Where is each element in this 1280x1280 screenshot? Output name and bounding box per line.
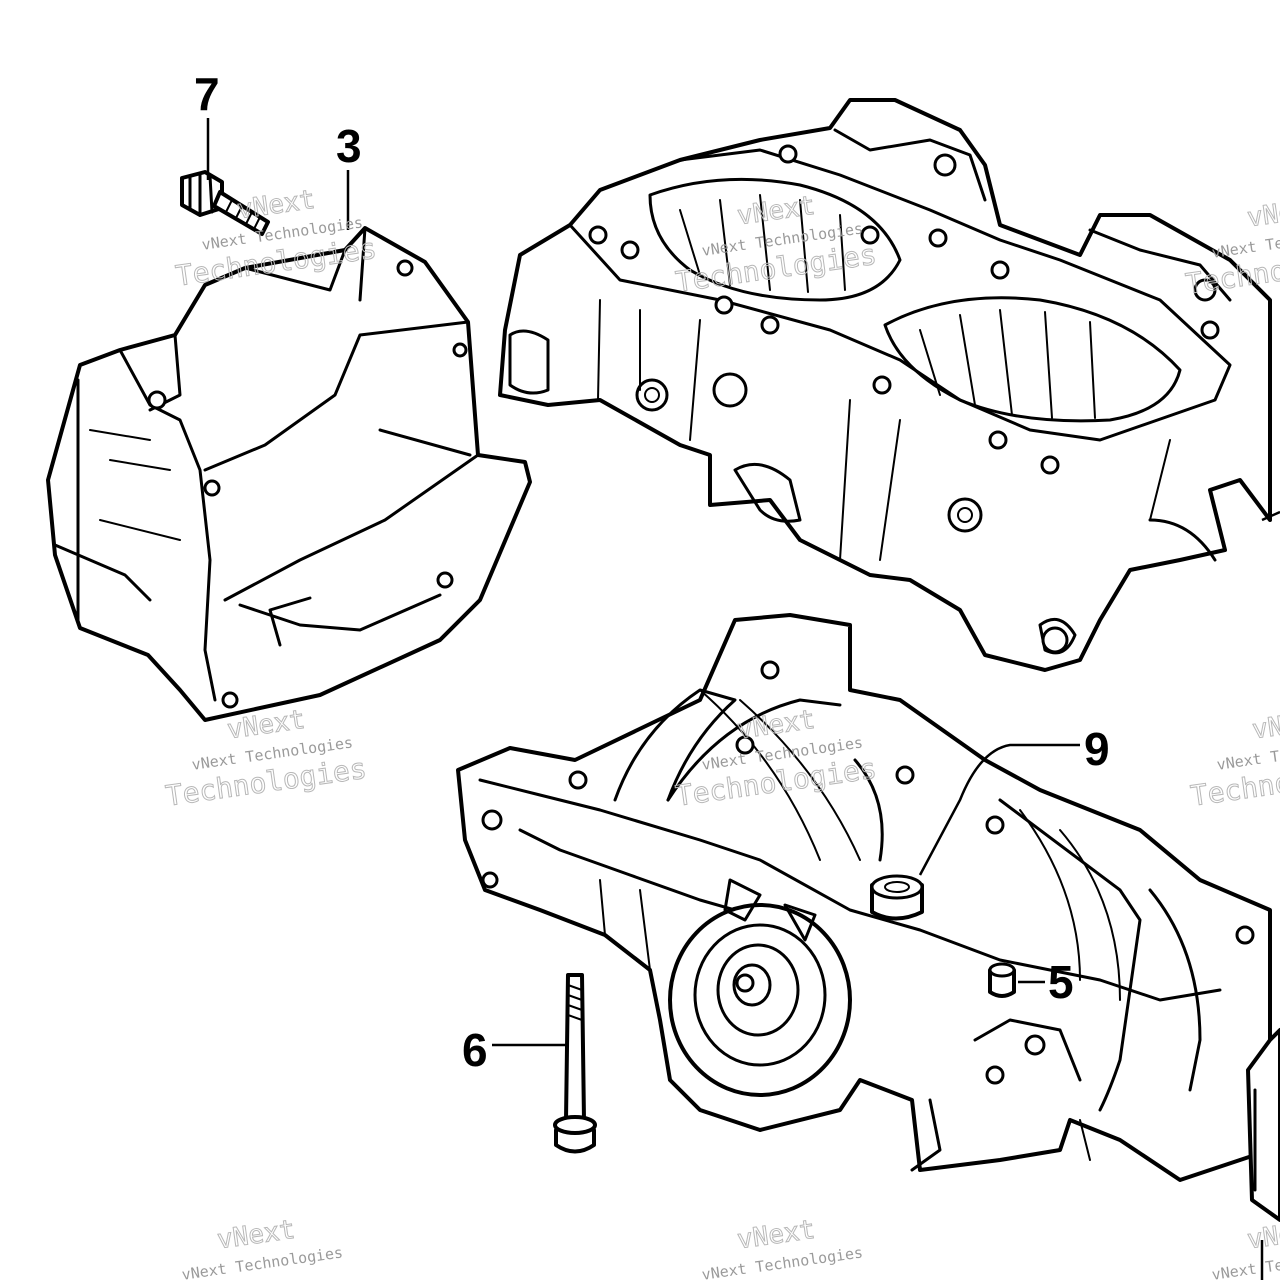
part-bolt-6[interactable] <box>553 973 597 1154</box>
svg-text:vNext: vNext <box>1245 193 1280 234</box>
part-bolt-7[interactable] <box>180 170 270 236</box>
watermark: vNext vNext Technologies <box>1211 1214 1280 1280</box>
callout-7: 7 <box>194 68 220 120</box>
watermark: vNext vNext Technologies Technologies <box>163 704 369 813</box>
leader-lines <box>206 118 1080 1047</box>
svg-text:vNext: vNext <box>215 1215 297 1256</box>
leader-9 <box>918 743 1080 876</box>
part-pin-5[interactable] <box>988 962 1016 998</box>
part-dowel-9[interactable] <box>870 874 924 921</box>
callout-5: 5 <box>1048 956 1074 1008</box>
part-upper-crankcase[interactable] <box>498 98 1272 672</box>
svg-text:vNext: vNext <box>1250 705 1280 746</box>
part-edge-fragment <box>1246 510 1280 1280</box>
part-housing-cover[interactable] <box>46 226 532 722</box>
watermark: vNext vNext Technologies <box>701 1214 864 1280</box>
callout-labels: 7 3 9 5 6 <box>194 68 1110 1076</box>
callout-6: 6 <box>462 1024 488 1076</box>
watermark: vNext vNext Technologies <box>181 1214 344 1280</box>
callout-3: 3 <box>336 120 362 172</box>
callout-9: 9 <box>1084 723 1110 775</box>
svg-text:vNext: vNext <box>735 1215 817 1256</box>
part-lower-crankcase[interactable] <box>456 613 1272 1182</box>
watermark: vNext vNext Technologies Technologies <box>1188 704 1280 813</box>
svg-text:vNext: vNext <box>1245 1215 1280 1256</box>
svg-text:vNext: vNext <box>235 185 317 226</box>
